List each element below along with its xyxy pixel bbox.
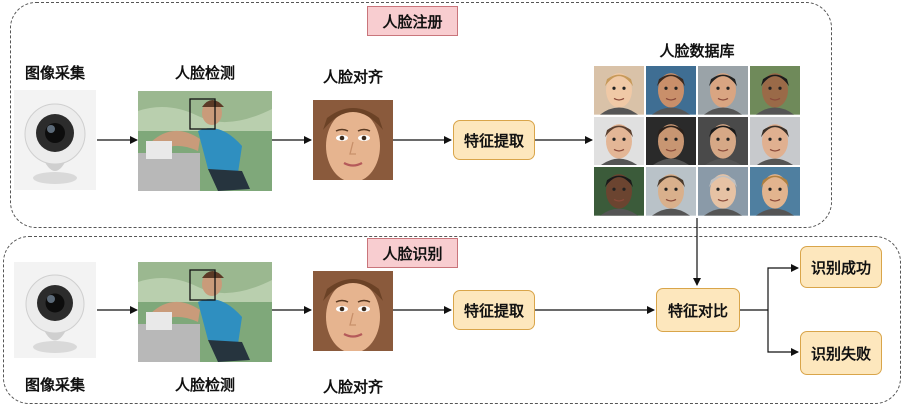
- camera-icon: [14, 262, 96, 358]
- reg-camera-image: [14, 90, 96, 190]
- face-thumbnail: [594, 66, 644, 115]
- rec-detect-image: [138, 262, 272, 362]
- reg-detect-image: [138, 91, 272, 191]
- arrow-compare-success: [767, 264, 799, 310]
- reg-feature-extraction[interactable]: 特征提取: [453, 120, 535, 160]
- recognition-failure[interactable]: 识别失败: [800, 331, 882, 375]
- face-thumbnail: [750, 167, 800, 216]
- registration-title: 人脸注册: [367, 6, 458, 36]
- face-database-grid: [594, 66, 800, 216]
- athlete-photo: [138, 262, 272, 362]
- reg-detect-label: 人脸检测: [174, 64, 235, 82]
- rec-feature-extraction[interactable]: 特征提取: [453, 290, 535, 330]
- aligned-face-photo: [313, 100, 393, 180]
- reg-capture-label: 图像采集: [24, 64, 85, 82]
- face-thumbnail: [750, 116, 800, 166]
- reg-database-label: 人脸数据库: [659, 42, 735, 60]
- recognition-group: [3, 236, 901, 404]
- reg-align-label: 人脸对齐: [322, 68, 383, 86]
- reg-align-image: [313, 100, 393, 180]
- face-thumbnail: [594, 167, 644, 216]
- feature-comparison[interactable]: 特征对比: [656, 288, 740, 332]
- athlete-photo: [138, 91, 272, 191]
- recognition-success[interactable]: 识别成功: [800, 246, 882, 288]
- rec-align-image: [313, 271, 393, 351]
- arrow-compare-fail: [767, 310, 799, 356]
- registration-group: [10, 2, 832, 228]
- face-thumbnail: [646, 167, 696, 216]
- aligned-face-photo: [313, 271, 393, 351]
- rec-detect-label: 人脸检测: [174, 376, 235, 394]
- face-thumbnail: [698, 66, 748, 115]
- face-thumbnail: [698, 116, 748, 166]
- face-thumbnail: [698, 167, 748, 216]
- rec-capture-label: 图像采集: [24, 376, 85, 394]
- face-thumbnail: [594, 116, 644, 166]
- face-thumbnail: [646, 66, 696, 115]
- rec-align-label: 人脸对齐: [322, 378, 383, 396]
- rec-camera-image: [14, 262, 96, 358]
- recognition-title: 人脸识别: [367, 238, 458, 268]
- face-thumbnail: [750, 66, 800, 115]
- camera-icon: [14, 90, 96, 190]
- face-thumbnail: [646, 116, 696, 166]
